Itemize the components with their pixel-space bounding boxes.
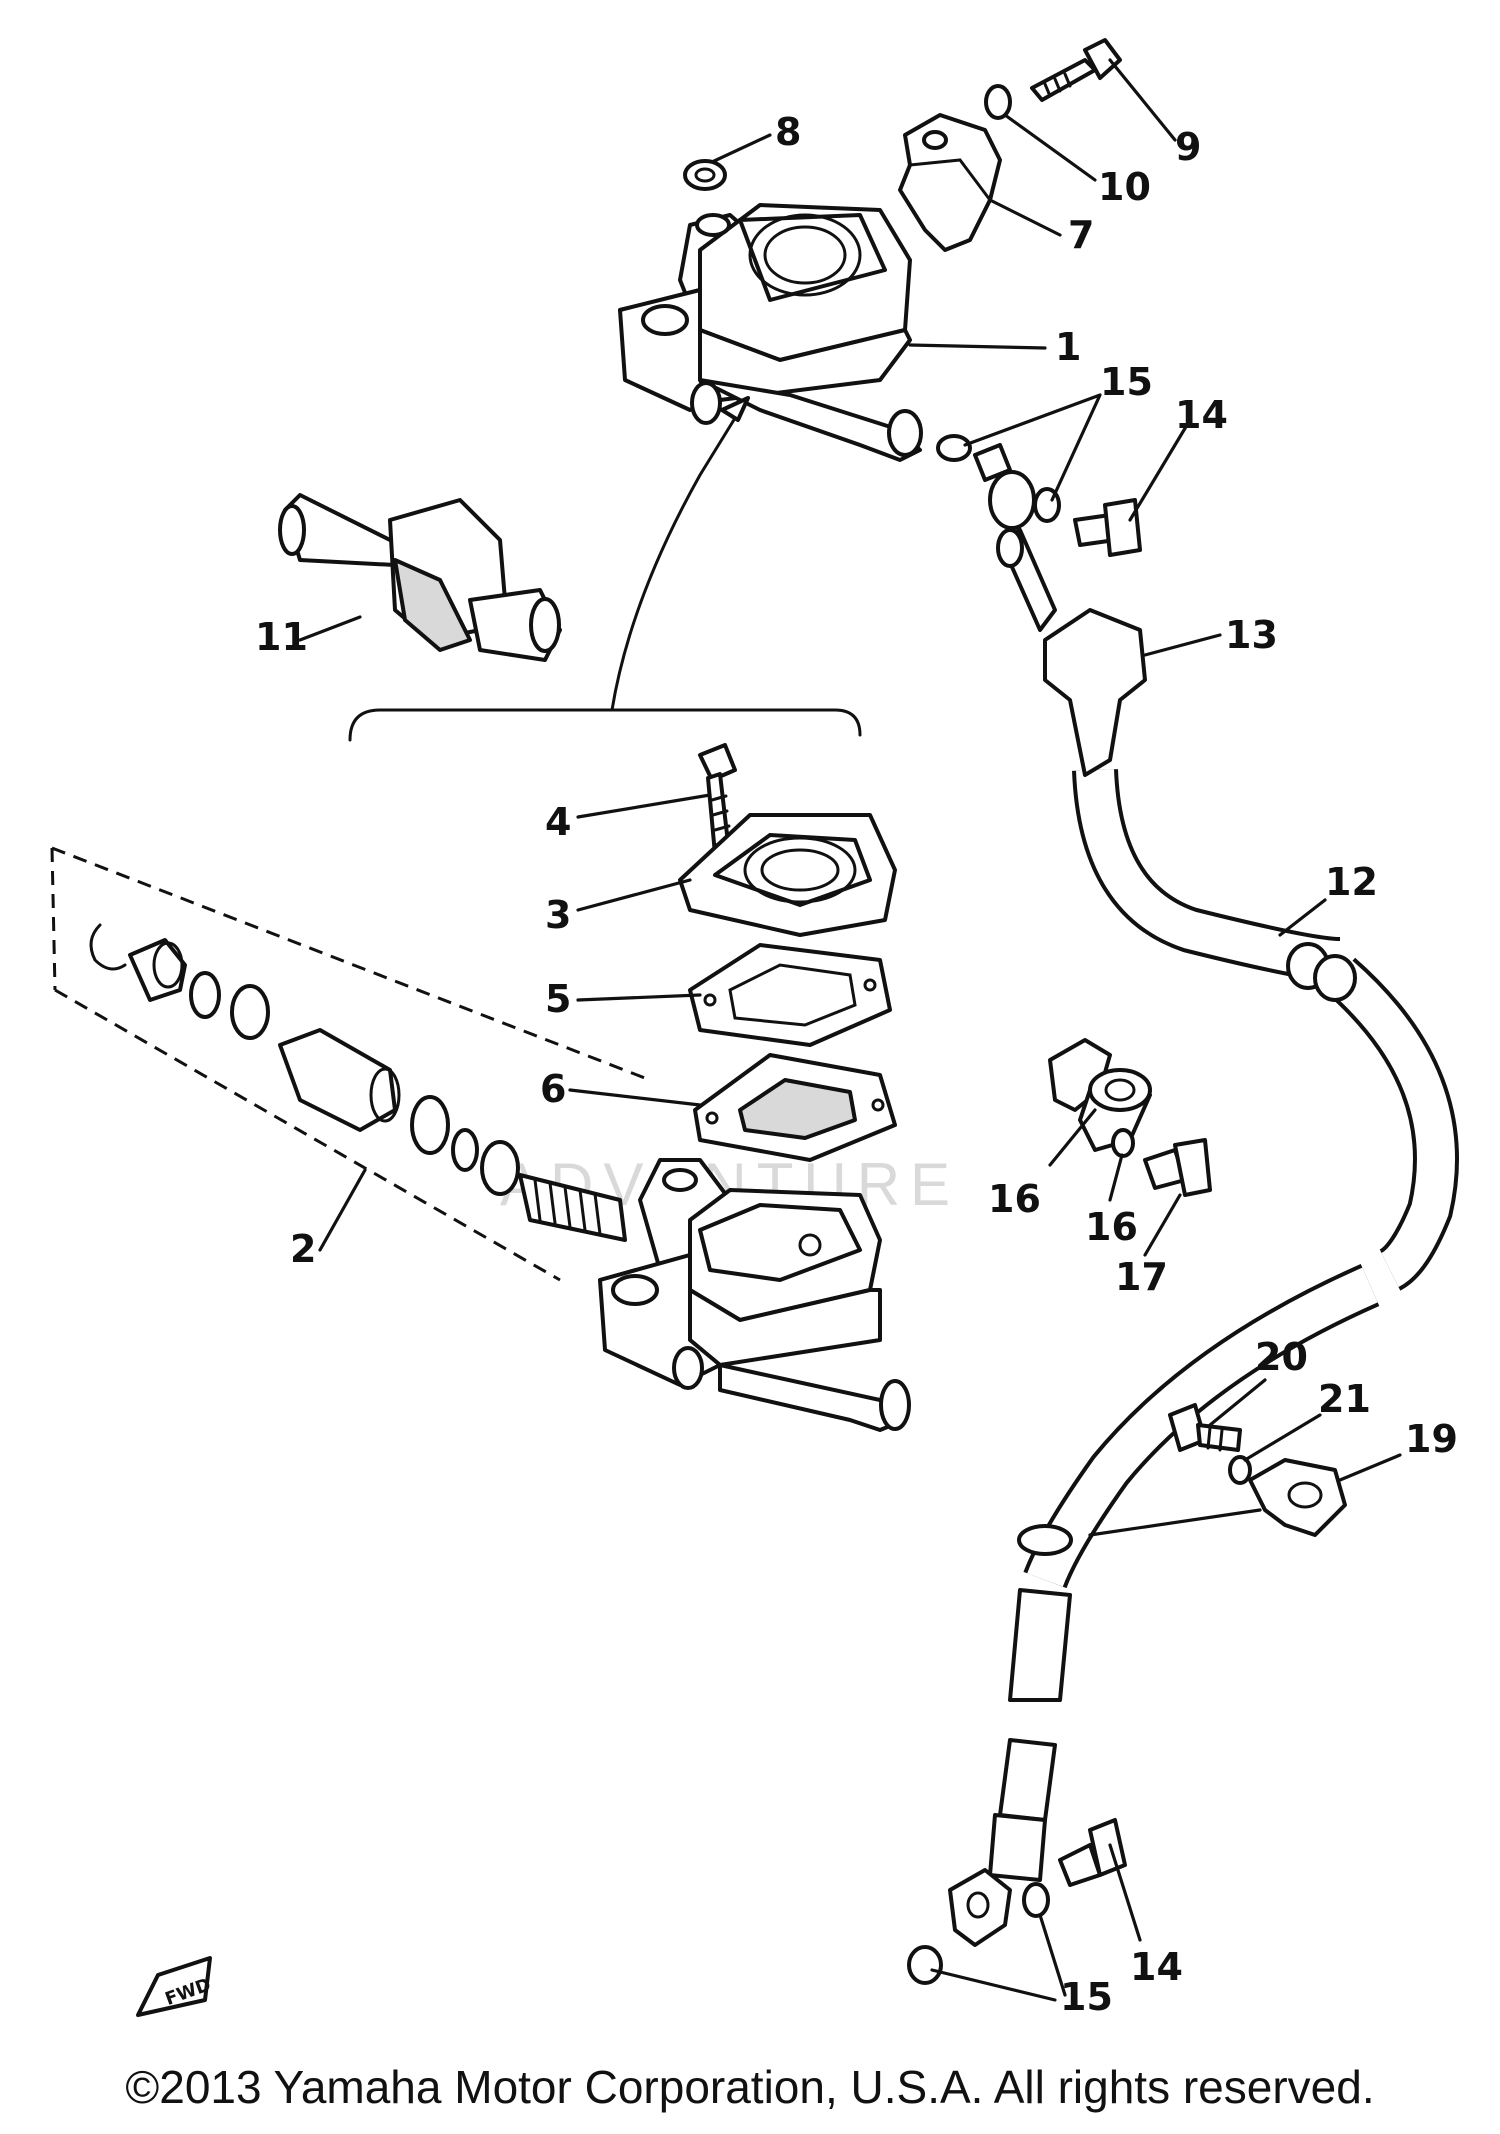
dashed-box (50, 846, 651, 1282)
part-15-washer-upper-a (936, 434, 972, 462)
part-17-bolt (1143, 1138, 1212, 1197)
callout-16-b: 16 (1085, 1205, 1138, 1249)
leader-lines (298, 58, 1402, 2002)
callout-2: 2 (290, 1227, 316, 1271)
callout-16-a: 16 (988, 1177, 1041, 1221)
callout-8: 8 (775, 110, 801, 154)
callout-12: 12 (1325, 860, 1378, 904)
callout-7: 7 (1068, 213, 1094, 257)
callout-4: 4 (545, 800, 571, 844)
callout-20: 20 (1255, 1335, 1308, 1379)
callout-15-upper: 15 (1100, 360, 1153, 404)
callout-21: 21 (1318, 1377, 1371, 1421)
copyright-text: ©2013 Yamaha Motor Corporation, U.S.A. A… (125, 2061, 1375, 2113)
part-15-washer-lower-b (1022, 1882, 1050, 1918)
part-19-hose-clamp (1248, 1458, 1347, 1537)
part-13-cover (973, 443, 1147, 777)
callout-15-lower: 15 (1060, 1975, 1113, 2019)
callout-14-upper: 14 (1175, 393, 1228, 437)
callout-19: 19 (1405, 1417, 1458, 1461)
part-9-bolt (1030, 38, 1122, 102)
part-3-cap (678, 813, 897, 937)
callout-numbers: 1 2 3 4 5 6 7 8 9 10 11 12 13 14 14 15 1… (255, 110, 1458, 2019)
part-2-piston-kit (89, 923, 627, 1242)
part-5-diaphragm (688, 943, 892, 1047)
callout-17: 17 (1115, 1255, 1168, 1299)
exploded-bracket (348, 708, 862, 742)
callout-10: 10 (1098, 165, 1151, 209)
callout-11: 11 (255, 615, 308, 659)
part-14-bolt-upper (1073, 498, 1142, 557)
master-cylinder-assembly (618, 203, 923, 462)
fwd-arrow-icon: FWD (136, 1956, 214, 2017)
part-16-clamp (1048, 1038, 1152, 1152)
part-7-clamp (898, 113, 1002, 252)
callout-13: 13 (1225, 613, 1278, 657)
part-21-washer (1228, 1455, 1252, 1485)
part-14-bolt-lower (1058, 1818, 1127, 1887)
master-cylinder-body-lower (598, 1158, 911, 1432)
part-8-screw (683, 159, 727, 191)
part-10-washer (984, 84, 1012, 120)
callout-14-lower: 14 (1130, 1945, 1183, 1989)
part-16-washer (1111, 1128, 1135, 1158)
part-12-brake-hose (948, 768, 1459, 1947)
callout-9: 9 (1175, 125, 1201, 169)
callout-5: 5 (545, 977, 571, 1021)
callout-3: 3 (545, 893, 571, 937)
callout-1: 1 (1055, 325, 1081, 369)
part-6-gasket (693, 1053, 897, 1162)
exploded-leader (610, 408, 742, 712)
callout-6: 6 (540, 1067, 566, 1111)
part-20-bolt (1168, 1403, 1242, 1452)
part-15-washer-lower-a (907, 1945, 943, 1985)
part-11-lever-bracket (278, 493, 562, 662)
